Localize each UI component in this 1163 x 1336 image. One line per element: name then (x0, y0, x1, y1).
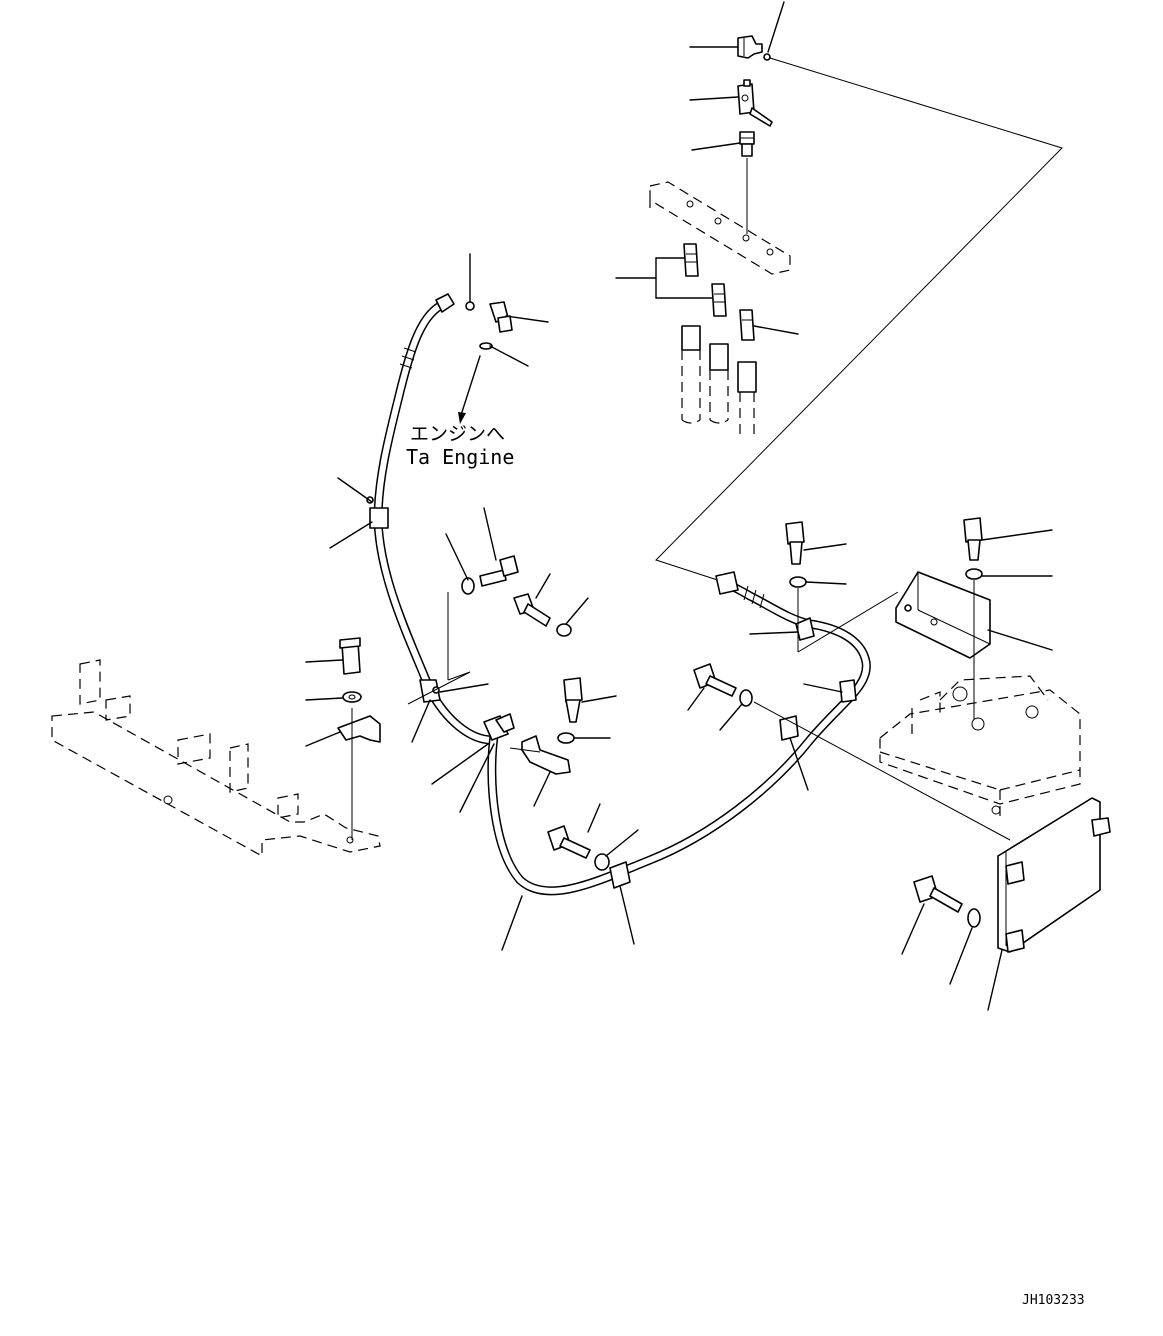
right-bracket-group (895, 517, 1053, 720)
valve-fitting (737, 79, 773, 127)
top-fittings-leaders (615, 1, 799, 335)
left-bracket-group (305, 637, 381, 840)
elbow-fitting (737, 35, 771, 61)
left-frame (51, 659, 381, 858)
right-plate-group (901, 797, 1111, 1011)
engine-hose-assembly (329, 253, 549, 745)
return-hose-assembly (431, 571, 871, 951)
engine-label-english: Ta Engine (406, 445, 514, 469)
reference-lines (655, 57, 1063, 587)
top-fittings-group (615, 1, 799, 434)
center-clip-group (509, 677, 617, 807)
middle-bolts-group (407, 507, 589, 743)
right-center-bolts-group (687, 521, 1011, 841)
drawing-number: JH103233 (1022, 1293, 1085, 1308)
connector-fittings (683, 243, 755, 341)
tank (879, 675, 1081, 818)
adapter-fitting (739, 131, 755, 157)
hose-stubs (681, 325, 757, 434)
engine-annotation: エンジンへ Ta Engine (406, 423, 514, 469)
manifold-block (649, 181, 791, 275)
engine-label-japanese: エンジンへ (410, 423, 505, 445)
lower-bolts-group (547, 803, 639, 871)
